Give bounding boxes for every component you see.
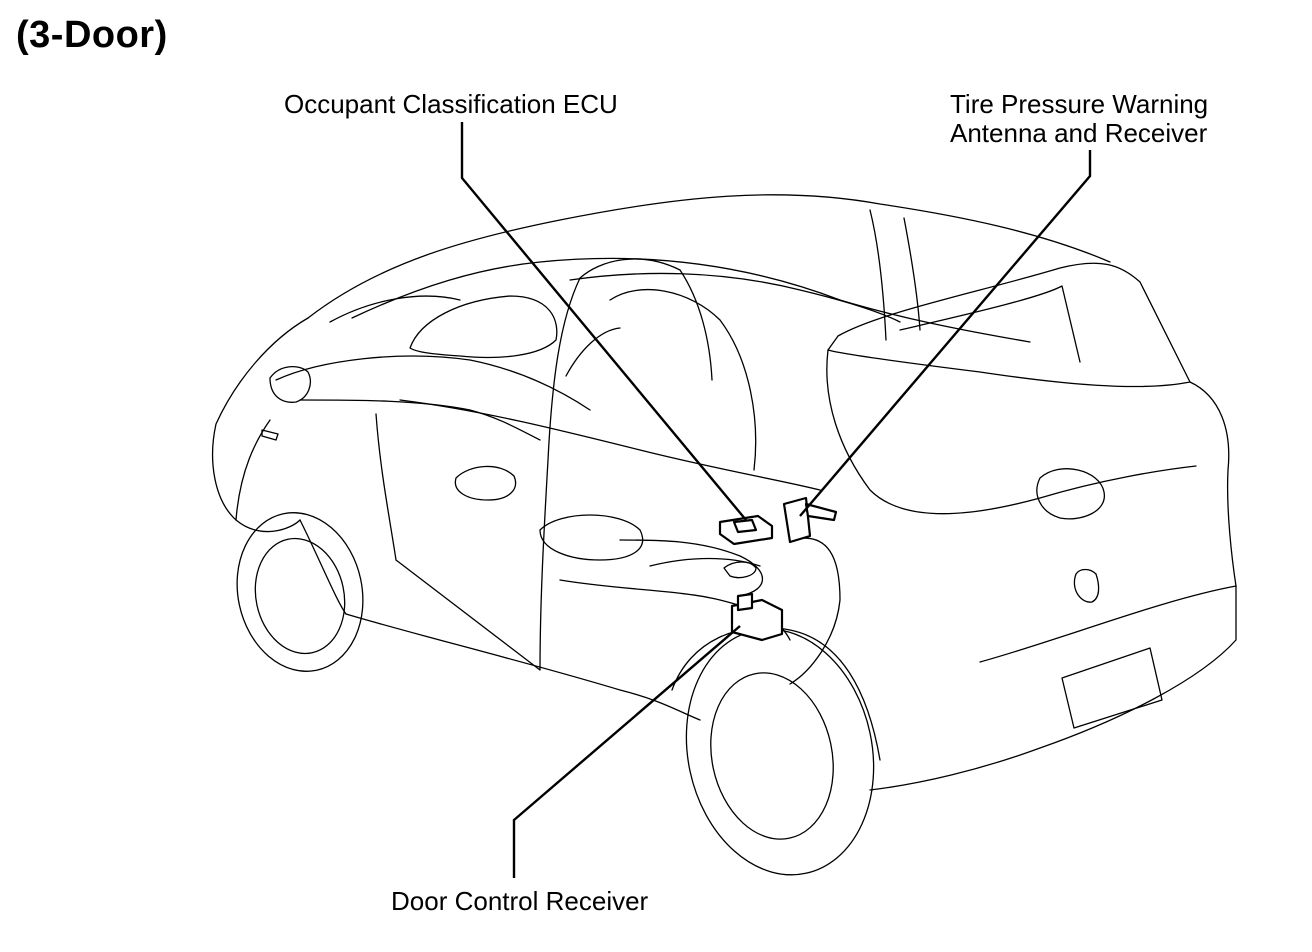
car-outline <box>211 194 1237 876</box>
b-pillar <box>579 258 713 381</box>
leader-lines <box>460 122 1092 878</box>
rear-tire <box>685 628 875 876</box>
rear-bumper <box>869 585 1237 791</box>
rear-seat <box>609 288 757 471</box>
roof-outline <box>307 194 1111 319</box>
tire-pressure-label-line1: Tire Pressure Warning <box>950 89 1209 119</box>
leader-occupant-ecu <box>460 122 747 521</box>
tire-pressure-label: Tire Pressure Warning Antenna and Receiv… <box>950 90 1208 148</box>
tail-light <box>1036 468 1105 520</box>
rear-window-inner <box>899 285 1081 363</box>
roof-rail <box>569 272 901 323</box>
rear-handle <box>1073 568 1100 603</box>
rear-wheel-arch <box>671 626 881 761</box>
leader-tire-pressure <box>799 150 1092 517</box>
rear-rim <box>710 672 834 840</box>
rear-corner <box>1189 381 1237 587</box>
roof-inner-line <box>351 257 1031 343</box>
tire-pressure-receiver-component <box>782 496 838 544</box>
diagram-title: (3-Door) <box>16 14 168 56</box>
dashboard-lower <box>299 399 541 441</box>
license-plate <box>1061 647 1163 729</box>
leader-door-control <box>512 625 741 878</box>
rear-seat-cushion <box>619 539 764 597</box>
b-pillar-inner <box>565 327 621 377</box>
occupant-ecu-label-text: Occupant Classification ECU <box>284 89 618 119</box>
floor-hole <box>723 561 757 579</box>
front-fender <box>235 419 271 521</box>
seat-cushion <box>454 465 517 501</box>
beltline <box>399 399 821 491</box>
occupant-ecu-label: Occupant Classification ECU <box>284 90 618 119</box>
side-marker <box>261 429 279 441</box>
door-control-label: Door Control Receiver <box>391 887 648 916</box>
body-bottom <box>299 519 347 615</box>
front-rim <box>254 537 346 655</box>
rear-hatch <box>826 349 1197 515</box>
rear-seat-base <box>539 514 644 561</box>
tire-pressure-label-line2: Antenna and Receiver <box>950 118 1208 148</box>
body-sill <box>345 613 701 721</box>
a-pillar <box>329 295 461 323</box>
dashboard <box>275 355 591 411</box>
front-tire <box>236 512 364 672</box>
headlight <box>269 366 311 403</box>
door-opening <box>375 277 581 671</box>
quarter-panel <box>789 537 841 685</box>
door-control-label-text: Door Control Receiver <box>391 886 649 916</box>
door-control-receiver-component <box>730 592 784 642</box>
c-pillar <box>869 209 887 341</box>
c-pillar-inner <box>903 217 921 331</box>
occupant-ecu-component <box>718 514 774 546</box>
front-seat-back <box>409 295 558 359</box>
front-end <box>211 317 309 533</box>
